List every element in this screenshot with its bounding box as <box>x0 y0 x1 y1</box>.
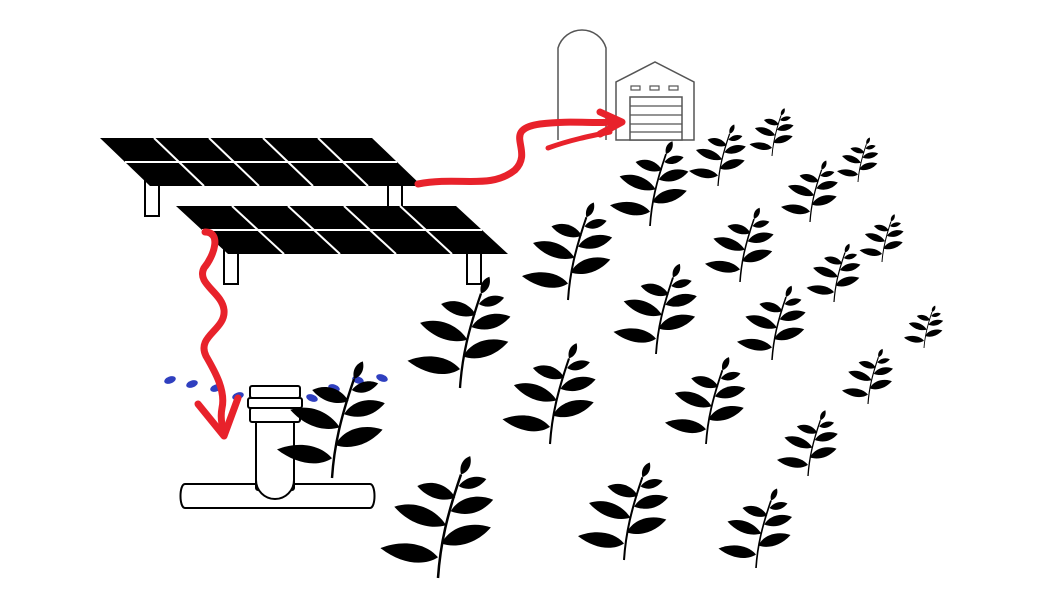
plant-sprig-icon <box>805 243 862 303</box>
plant-sprig-icon <box>688 123 747 187</box>
plant-sprig-icon <box>576 461 670 562</box>
plant-sprig-icon <box>379 454 495 580</box>
red-squiggle-arrow-icon <box>194 228 242 440</box>
plant-sprig-icon <box>717 487 793 569</box>
plant-sprig-icon <box>836 137 879 183</box>
solar-panel-icon <box>100 137 422 217</box>
silo-icon <box>557 29 607 140</box>
plant-sprig-icon <box>520 201 614 302</box>
plant-sprig-icon <box>841 348 894 405</box>
red-squiggle-arrow-icon <box>414 108 626 188</box>
plant-sprig-icon <box>780 159 839 223</box>
solar-panel-icon <box>176 205 508 285</box>
barn-garage-icon <box>615 61 695 141</box>
plant-sprig-icon <box>664 356 747 445</box>
plant-sprig-icon <box>903 305 944 349</box>
plant-sprig-icon <box>609 140 690 227</box>
plant-sprig-icon <box>501 342 597 446</box>
plant-sprig-icon <box>776 409 839 477</box>
plant-sprig-icon <box>704 207 775 283</box>
plant-sprig-icon <box>736 285 807 361</box>
plant-sprig-icon <box>749 107 795 157</box>
water-pump-icon <box>179 385 376 509</box>
plant-sprig-icon <box>859 213 905 263</box>
plant-sprig-icon <box>406 275 512 390</box>
plant-sprig-icon <box>612 262 698 355</box>
